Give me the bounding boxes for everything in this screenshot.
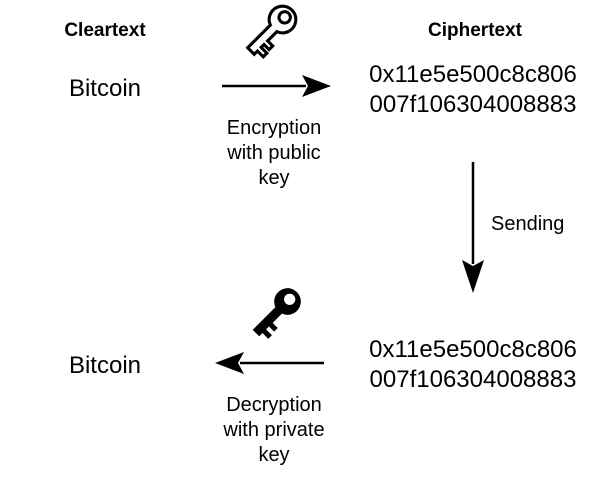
public-key-icon	[245, 4, 298, 60]
cleartext-value-top: Bitcoin	[68, 75, 142, 102]
ciphertext-value-top: 0x11e5e500c8c806 007f106304008883	[369, 61, 577, 118]
decrypt-arrow-left	[215, 352, 324, 374]
sending-arrow-down	[462, 162, 484, 293]
cleartext-value-bottom: Bitcoin	[68, 352, 142, 379]
cleartext-header: Cleartext	[64, 20, 146, 41]
encrypt-arrow-right	[222, 75, 331, 97]
ciphertext-header: Ciphertext	[428, 20, 522, 41]
sending-label: Sending	[491, 213, 565, 235]
ciphertext-value-bottom: 0x11e5e500c8c806 007f106304008883	[369, 336, 577, 393]
encryption-label: Encryption with public key	[226, 117, 322, 189]
decryption-label: Decryption with private key	[223, 394, 325, 466]
private-key-icon	[252, 288, 301, 339]
